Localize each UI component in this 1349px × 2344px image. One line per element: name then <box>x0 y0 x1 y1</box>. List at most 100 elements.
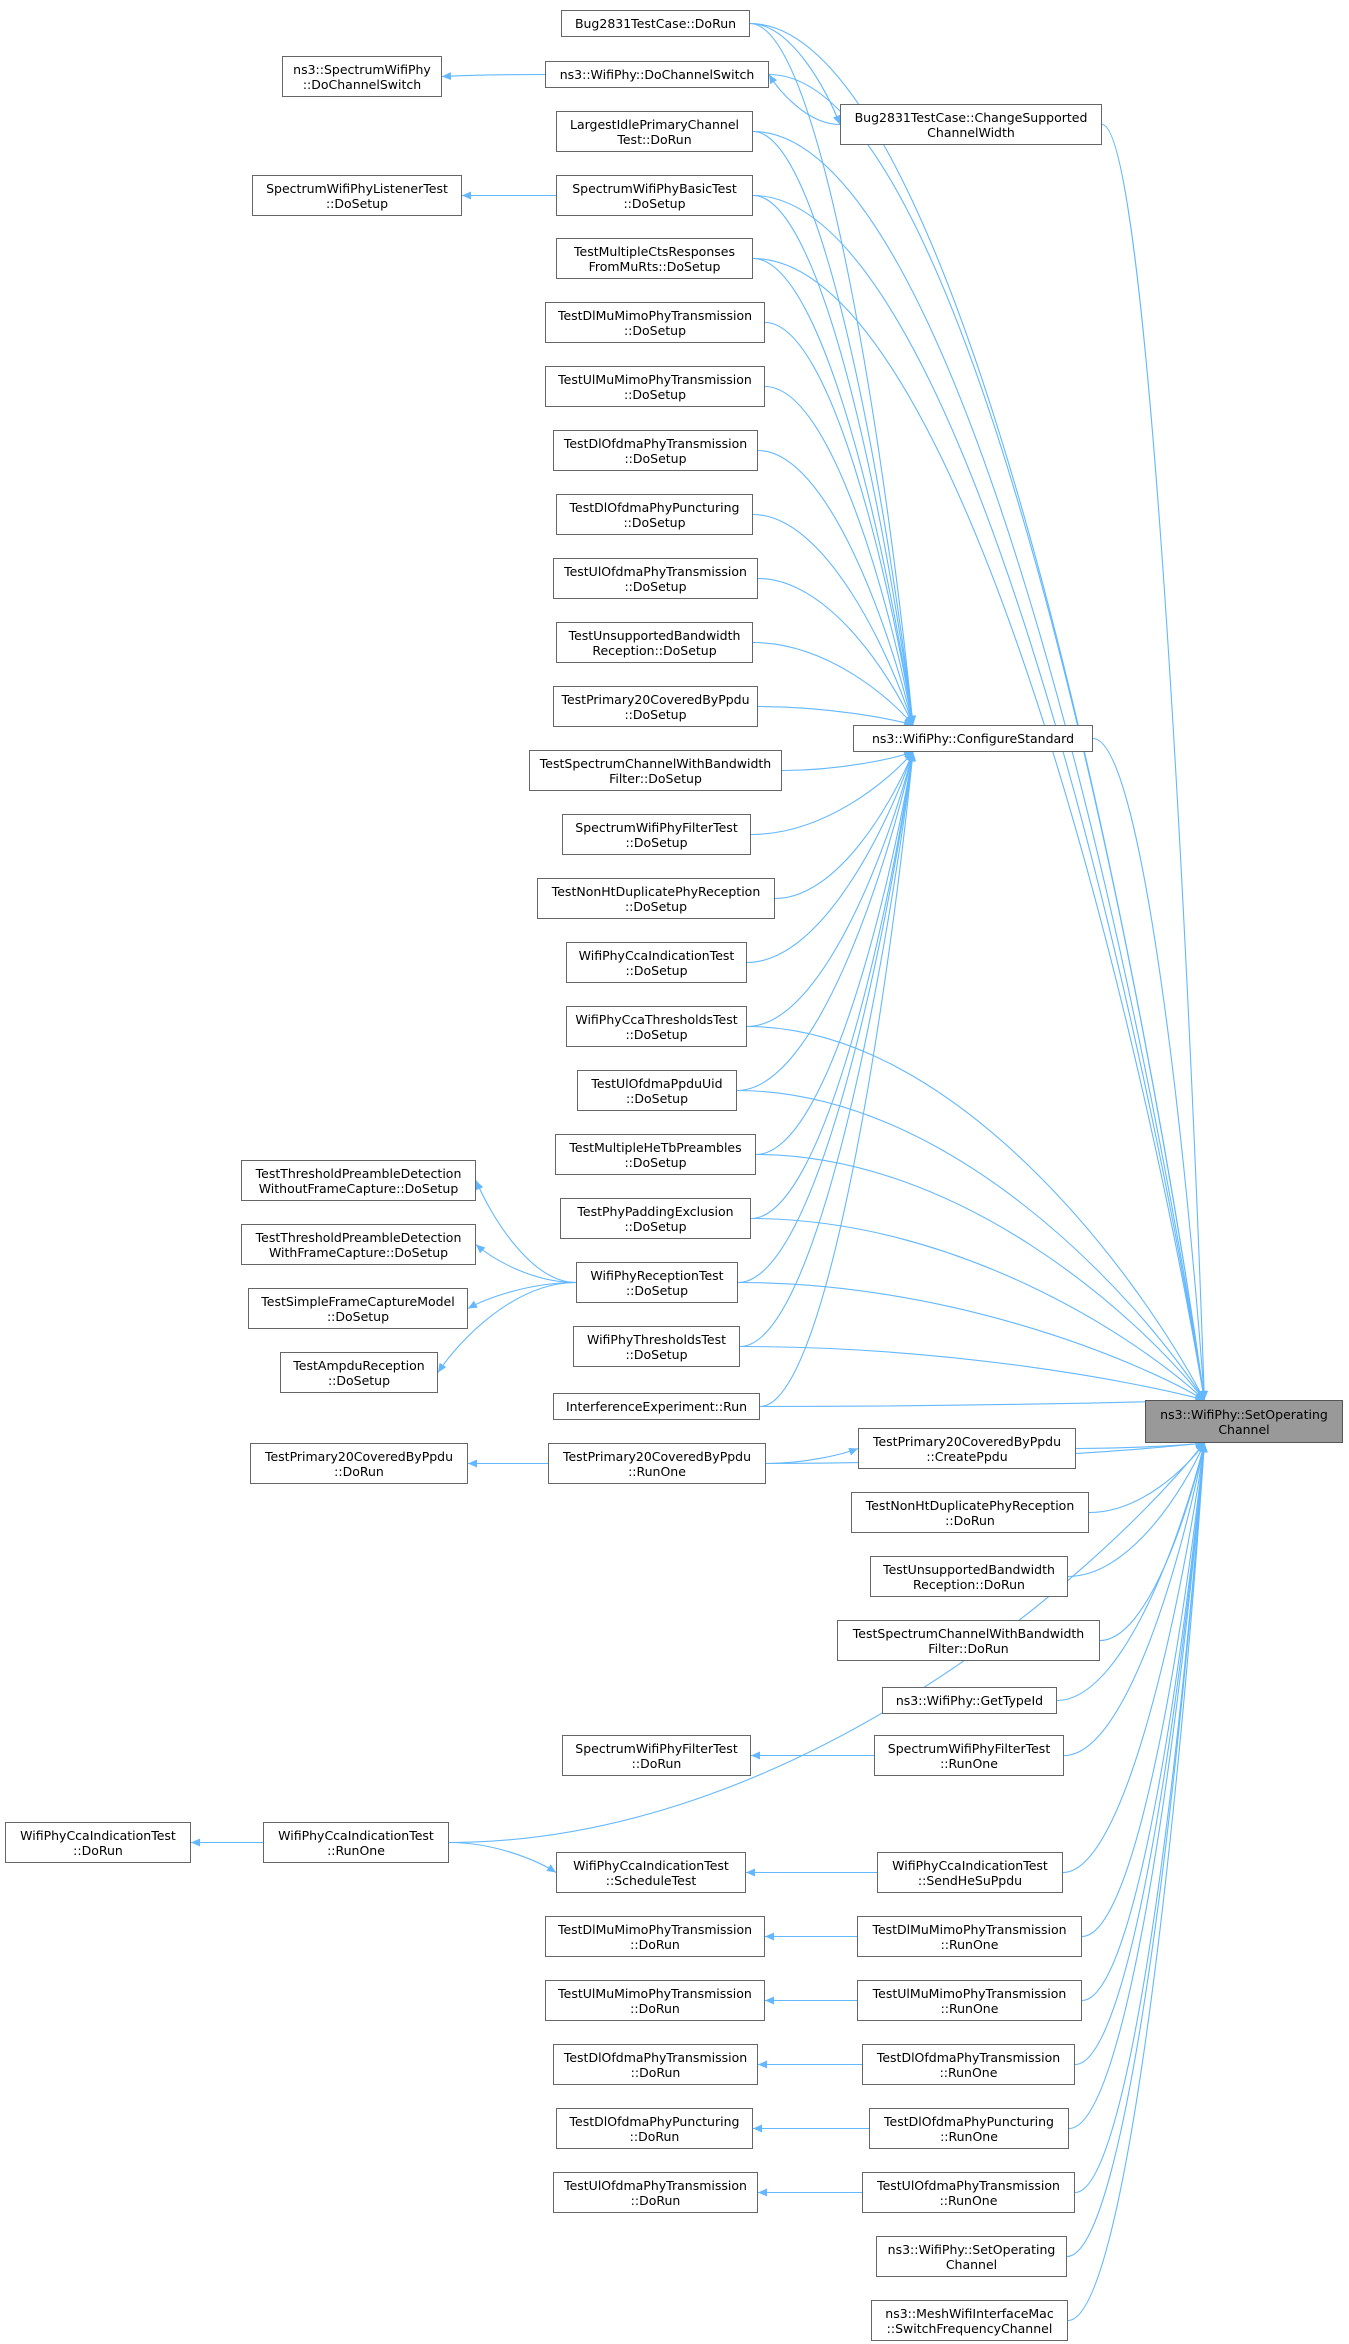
node-label-line: ::RunOne <box>940 2128 998 2144</box>
node-filter-dorun[interactable]: SpectrumWifiPhyFilterTest::DoRun <box>562 1735 751 1776</box>
node-label-line: TestSpectrumChannelWithBandwidth <box>852 1625 1085 1641</box>
node-label-line: ::RunOne <box>940 1755 998 1771</box>
node-label-line: ns3::WifiPhy::DoChannelSwitch <box>559 67 755 82</box>
node-label-line: ::DoSetup <box>326 1308 390 1324</box>
node-cca-dorun[interactable]: WifiPhyCcaIndicationTest::DoRun <box>5 1822 191 1863</box>
edge-dochsw-to-spec-dochsw <box>441 72 546 81</box>
node-ulmumimo-dorun[interactable]: TestUlMuMimoPhyTransmission::DoRun <box>545 1980 765 2021</box>
edge-rx-setup-to-thr-without <box>475 1180 577 1284</box>
node-dlmumimo-dorun[interactable]: TestDlMuMimoPhyTransmission::DoRun <box>545 1916 765 1957</box>
node-label-line: ns3::WifiPhy::SetOperating <box>887 2241 1056 2257</box>
node-cca-sendhe[interactable]: WifiPhyCcaIndicationTest::SendHeSuPpdu <box>877 1852 1063 1893</box>
node-dlofdma-dorun[interactable]: TestDlOfdmaPhyTransmission::DoRun <box>553 2044 758 2085</box>
edge-multicts-to-setop <box>752 257 1207 1401</box>
node-cca-setup[interactable]: WifiPhyCcaIndicationTest::DoSetup <box>566 942 747 983</box>
node-configstd[interactable]: ns3::WifiPhy::ConfigureStandard <box>853 725 1093 752</box>
node-basic[interactable]: SpectrumWifiPhyBasicTest::DoSetup <box>556 175 753 216</box>
edge-padding-setup-to-setop <box>750 1217 1205 1401</box>
node-padding-setup[interactable]: TestPhyPaddingExclusion::DoSetup <box>560 1198 751 1239</box>
node-dlpunct-setup[interactable]: TestDlOfdmaPhyPuncturing::DoSetup <box>556 494 753 535</box>
edge-interf-to-setop <box>759 1396 1205 1408</box>
node-bug-dorun[interactable]: Bug2831TestCase::DoRun <box>561 10 750 37</box>
node-ccathr-setup[interactable]: WifiPhyCcaThresholdsTest::DoSetup <box>566 1006 747 1047</box>
node-label-line: ::DoChannelSwitch <box>302 76 422 92</box>
node-spec-dochsw[interactable]: ns3::SpectrumWifiPhy::DoChannelSwitch <box>282 56 442 97</box>
edge-rx-setup-to-configstd <box>737 751 916 1284</box>
node-label-line: ::DoSetup <box>625 1026 688 1042</box>
edge-ulmumimo-runone-to-setop <box>1081 1442 1208 2002</box>
node-ulmumimo-setup[interactable]: TestUlMuMimoPhyTransmission::DoSetup <box>545 366 765 407</box>
node-label-line: TestDlOfdmaPhyTransmission <box>876 2049 1061 2065</box>
node-dlpunct-runone[interactable]: TestDlOfdmaPhyPuncturing::RunOne <box>869 2108 1069 2149</box>
edge-rx-setup-to-thr-with <box>475 1244 577 1284</box>
node-label-line: Channel <box>1218 1421 1270 1437</box>
node-label-line: ::RunOne <box>939 2064 998 2080</box>
node-label-line: TestDlOfdmaPhyPuncturing <box>569 499 740 515</box>
node-ampdu[interactable]: TestAmpduReception::DoSetup <box>280 1352 438 1393</box>
node-prim20-runone[interactable]: TestPrimary20CoveredByPpdu::RunOne <box>548 1443 766 1484</box>
edge-ulmumimo-setup-to-configstd <box>764 385 916 726</box>
node-label-line: TestMultipleHeTbPreambles <box>569 1139 742 1155</box>
node-label-line: TestPrimary20CoveredByPpdu <box>562 1448 752 1464</box>
node-nonht-dorun[interactable]: TestNonHtDuplicatePhyReception::DoRun <box>851 1492 1089 1533</box>
node-interf[interactable]: InterferenceExperiment::Run <box>553 1393 760 1420</box>
node-simplecap[interactable]: TestSimpleFrameCaptureModel::DoSetup <box>248 1288 468 1329</box>
node-prim20-setup[interactable]: TestPrimary20CoveredByPpdu::DoSetup <box>553 686 758 727</box>
node-dlmumimo-runone[interactable]: TestDlMuMimoPhyTransmission::RunOne <box>857 1916 1082 1957</box>
edge-bug-dorun-to-bug-change <box>749 22 841 125</box>
edge-rx-setup-to-ampdu <box>437 1281 577 1373</box>
edge-prim20-runone-to-prim20-create <box>765 1447 859 1465</box>
node-ulmumimo-runone[interactable]: TestUlMuMimoPhyTransmission::RunOne <box>857 1980 1082 2021</box>
node-ppduuid-setup[interactable]: TestUlOfdmaPpduUid::DoSetup <box>577 1070 737 1111</box>
node-label-line: TestMultipleCtsResponses <box>574 243 735 259</box>
node-label-line: ::DoSetup <box>625 834 688 850</box>
node-label-line: TestSpectrumChannelWithBandwidth <box>539 755 772 771</box>
node-label-line: ::DoSetup <box>623 322 687 338</box>
node-label-line: ::DoRun <box>73 1842 123 1858</box>
node-prim20-create[interactable]: TestPrimary20CoveredByPpdu::CreatePpdu <box>858 1428 1076 1469</box>
node-label-line: ::RunOne <box>628 1463 686 1479</box>
node-ulofdma-setup[interactable]: TestUlOfdmaPhyTransmission::DoSetup <box>553 558 758 599</box>
node-mesh[interactable]: ns3::MeshWifiInterfaceMac::SwitchFrequen… <box>871 2300 1068 2341</box>
node-dlpunct-dorun[interactable]: TestDlOfdmaPhyPuncturing::DoRun <box>556 2108 753 2149</box>
node-dlmumimo-setup[interactable]: TestDlMuMimoPhyTransmission::DoSetup <box>545 302 765 343</box>
node-thresholds-setup[interactable]: WifiPhyThresholdsTest::DoSetup <box>573 1326 740 1367</box>
node-label-line: TestThresholdPreambleDetection <box>255 1165 462 1181</box>
node-listener[interactable]: SpectrumWifiPhyListenerTest::DoSetup <box>252 175 462 216</box>
node-filter-runone[interactable]: SpectrumWifiPhyFilterTest::RunOne <box>874 1735 1064 1776</box>
node-label-line: SpectrumWifiPhyListenerTest <box>266 180 448 196</box>
node-nonht-setup[interactable]: TestNonHtDuplicatePhyReception::DoSetup <box>537 878 775 919</box>
node-label-line: ::RunOne <box>327 1842 385 1858</box>
node-dochsw[interactable]: ns3::WifiPhy::DoChannelSwitch <box>545 61 769 88</box>
node-gettypeid[interactable]: ns3::WifiPhy::GetTypeId <box>882 1687 1057 1714</box>
node-multihetb-setup[interactable]: TestMultipleHeTbPreambles::DoSetup <box>555 1134 756 1175</box>
node-label-line: WifiPhyReceptionTest <box>590 1267 724 1283</box>
node-label-line: TestPrimary20CoveredByPpdu <box>264 1448 454 1464</box>
node-label-line: TestDlOfdmaPhyTransmission <box>563 435 748 451</box>
node-dlofdma-setup[interactable]: TestDlOfdmaPhyTransmission::DoSetup <box>553 430 758 471</box>
node-label-line: ::DoSetup <box>625 1282 689 1298</box>
node-dlofdma-runone[interactable]: TestDlOfdmaPhyTransmission::RunOne <box>862 2044 1075 2085</box>
node-label-line: ::DoSetup <box>623 514 686 530</box>
node-label-line: ::DoRun <box>630 2192 681 2208</box>
node-ulofdma-dorun[interactable]: TestUlOfdmaPhyTransmission::DoRun <box>553 2172 758 2213</box>
node-cca-runone[interactable]: WifiPhyCcaIndicationTest::RunOne <box>263 1822 449 1863</box>
node-filter-setup[interactable]: SpectrumWifiPhyFilterTest::DoSetup <box>562 814 751 855</box>
node-cca-sched[interactable]: WifiPhyCcaIndicationTest::ScheduleTest <box>556 1852 746 1893</box>
node-ulofdma-runone[interactable]: TestUlOfdmaPhyTransmission::RunOne <box>862 2172 1075 2213</box>
node-prim20-dorun[interactable]: TestPrimary20CoveredByPpdu::DoRun <box>250 1443 468 1484</box>
node-rx-setup[interactable]: WifiPhyReceptionTest::DoSetup <box>576 1262 738 1303</box>
node-label-line: ::DoRun <box>629 2128 680 2144</box>
